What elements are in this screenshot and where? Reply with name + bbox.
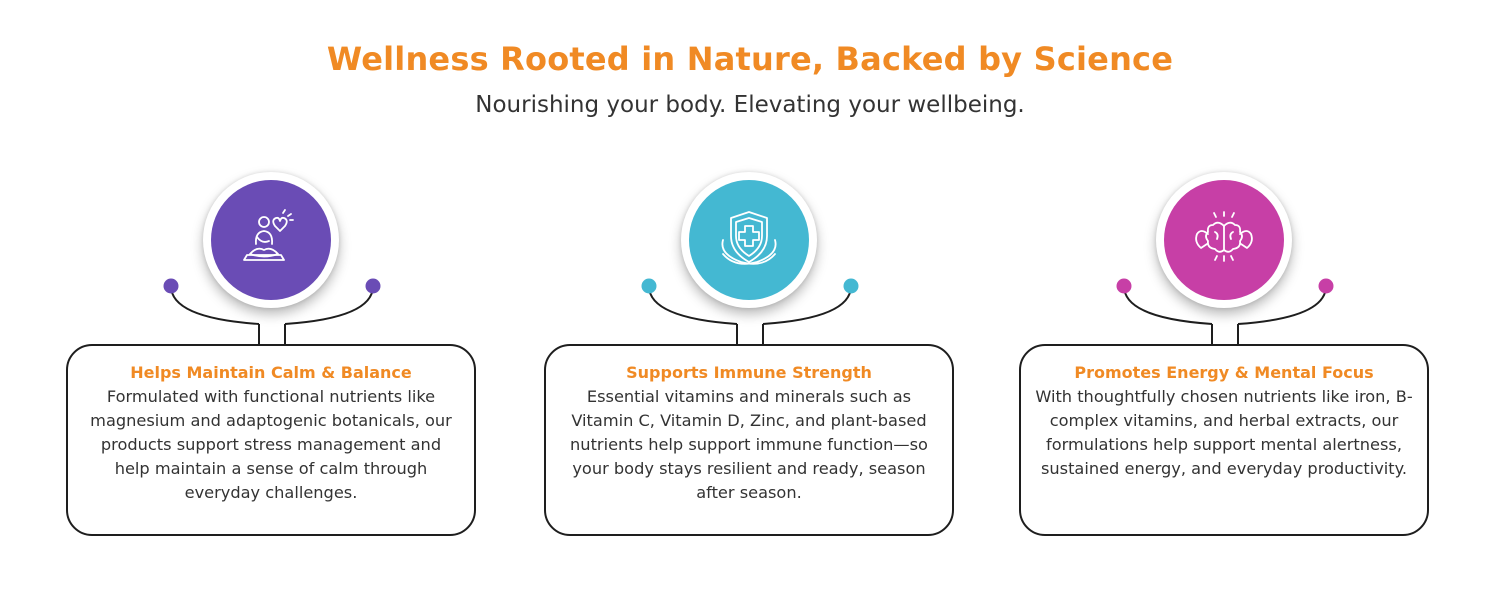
meditation-icon xyxy=(243,209,294,261)
page-subtitle: Nourishing your body. Elevating your wel… xyxy=(475,92,1025,118)
feature-box: Helps Maintain Calm & Balance Formulated… xyxy=(66,344,476,536)
feature-description: Essential vitamins and minerals such as … xyxy=(570,387,928,502)
shield-cross-icon xyxy=(721,211,777,265)
feature-description: Formulated with functional nutrients lik… xyxy=(90,387,452,502)
icon-circle xyxy=(211,180,331,300)
feature-title: Promotes Energy & Mental Focus xyxy=(1074,363,1374,382)
feature-card-energy: Promotes Energy & Mental Focus With thou… xyxy=(1017,168,1431,540)
feature-description: With thoughtfully chosen nutrients like … xyxy=(1035,387,1413,478)
brain-muscle-icon xyxy=(1195,211,1253,262)
connector-arc xyxy=(1116,278,1334,345)
page-title: Wellness Rooted in Nature, Backed by Sci… xyxy=(326,40,1174,78)
connector-arc xyxy=(641,278,859,345)
feature-card-immune: Supports Immune Strength Essential vitam… xyxy=(542,168,956,540)
icon-circle xyxy=(1164,180,1284,300)
feature-box: Supports Immune Strength Essential vitam… xyxy=(544,344,954,536)
icon-circle xyxy=(689,180,809,300)
feature-card-calm: Helps Maintain Calm & Balance Formulated… xyxy=(64,168,478,540)
feature-title: Helps Maintain Calm & Balance xyxy=(130,363,412,382)
feature-box: Promotes Energy & Mental Focus With thou… xyxy=(1019,344,1429,536)
feature-title: Supports Immune Strength xyxy=(626,363,872,382)
connector-arc xyxy=(163,278,381,345)
